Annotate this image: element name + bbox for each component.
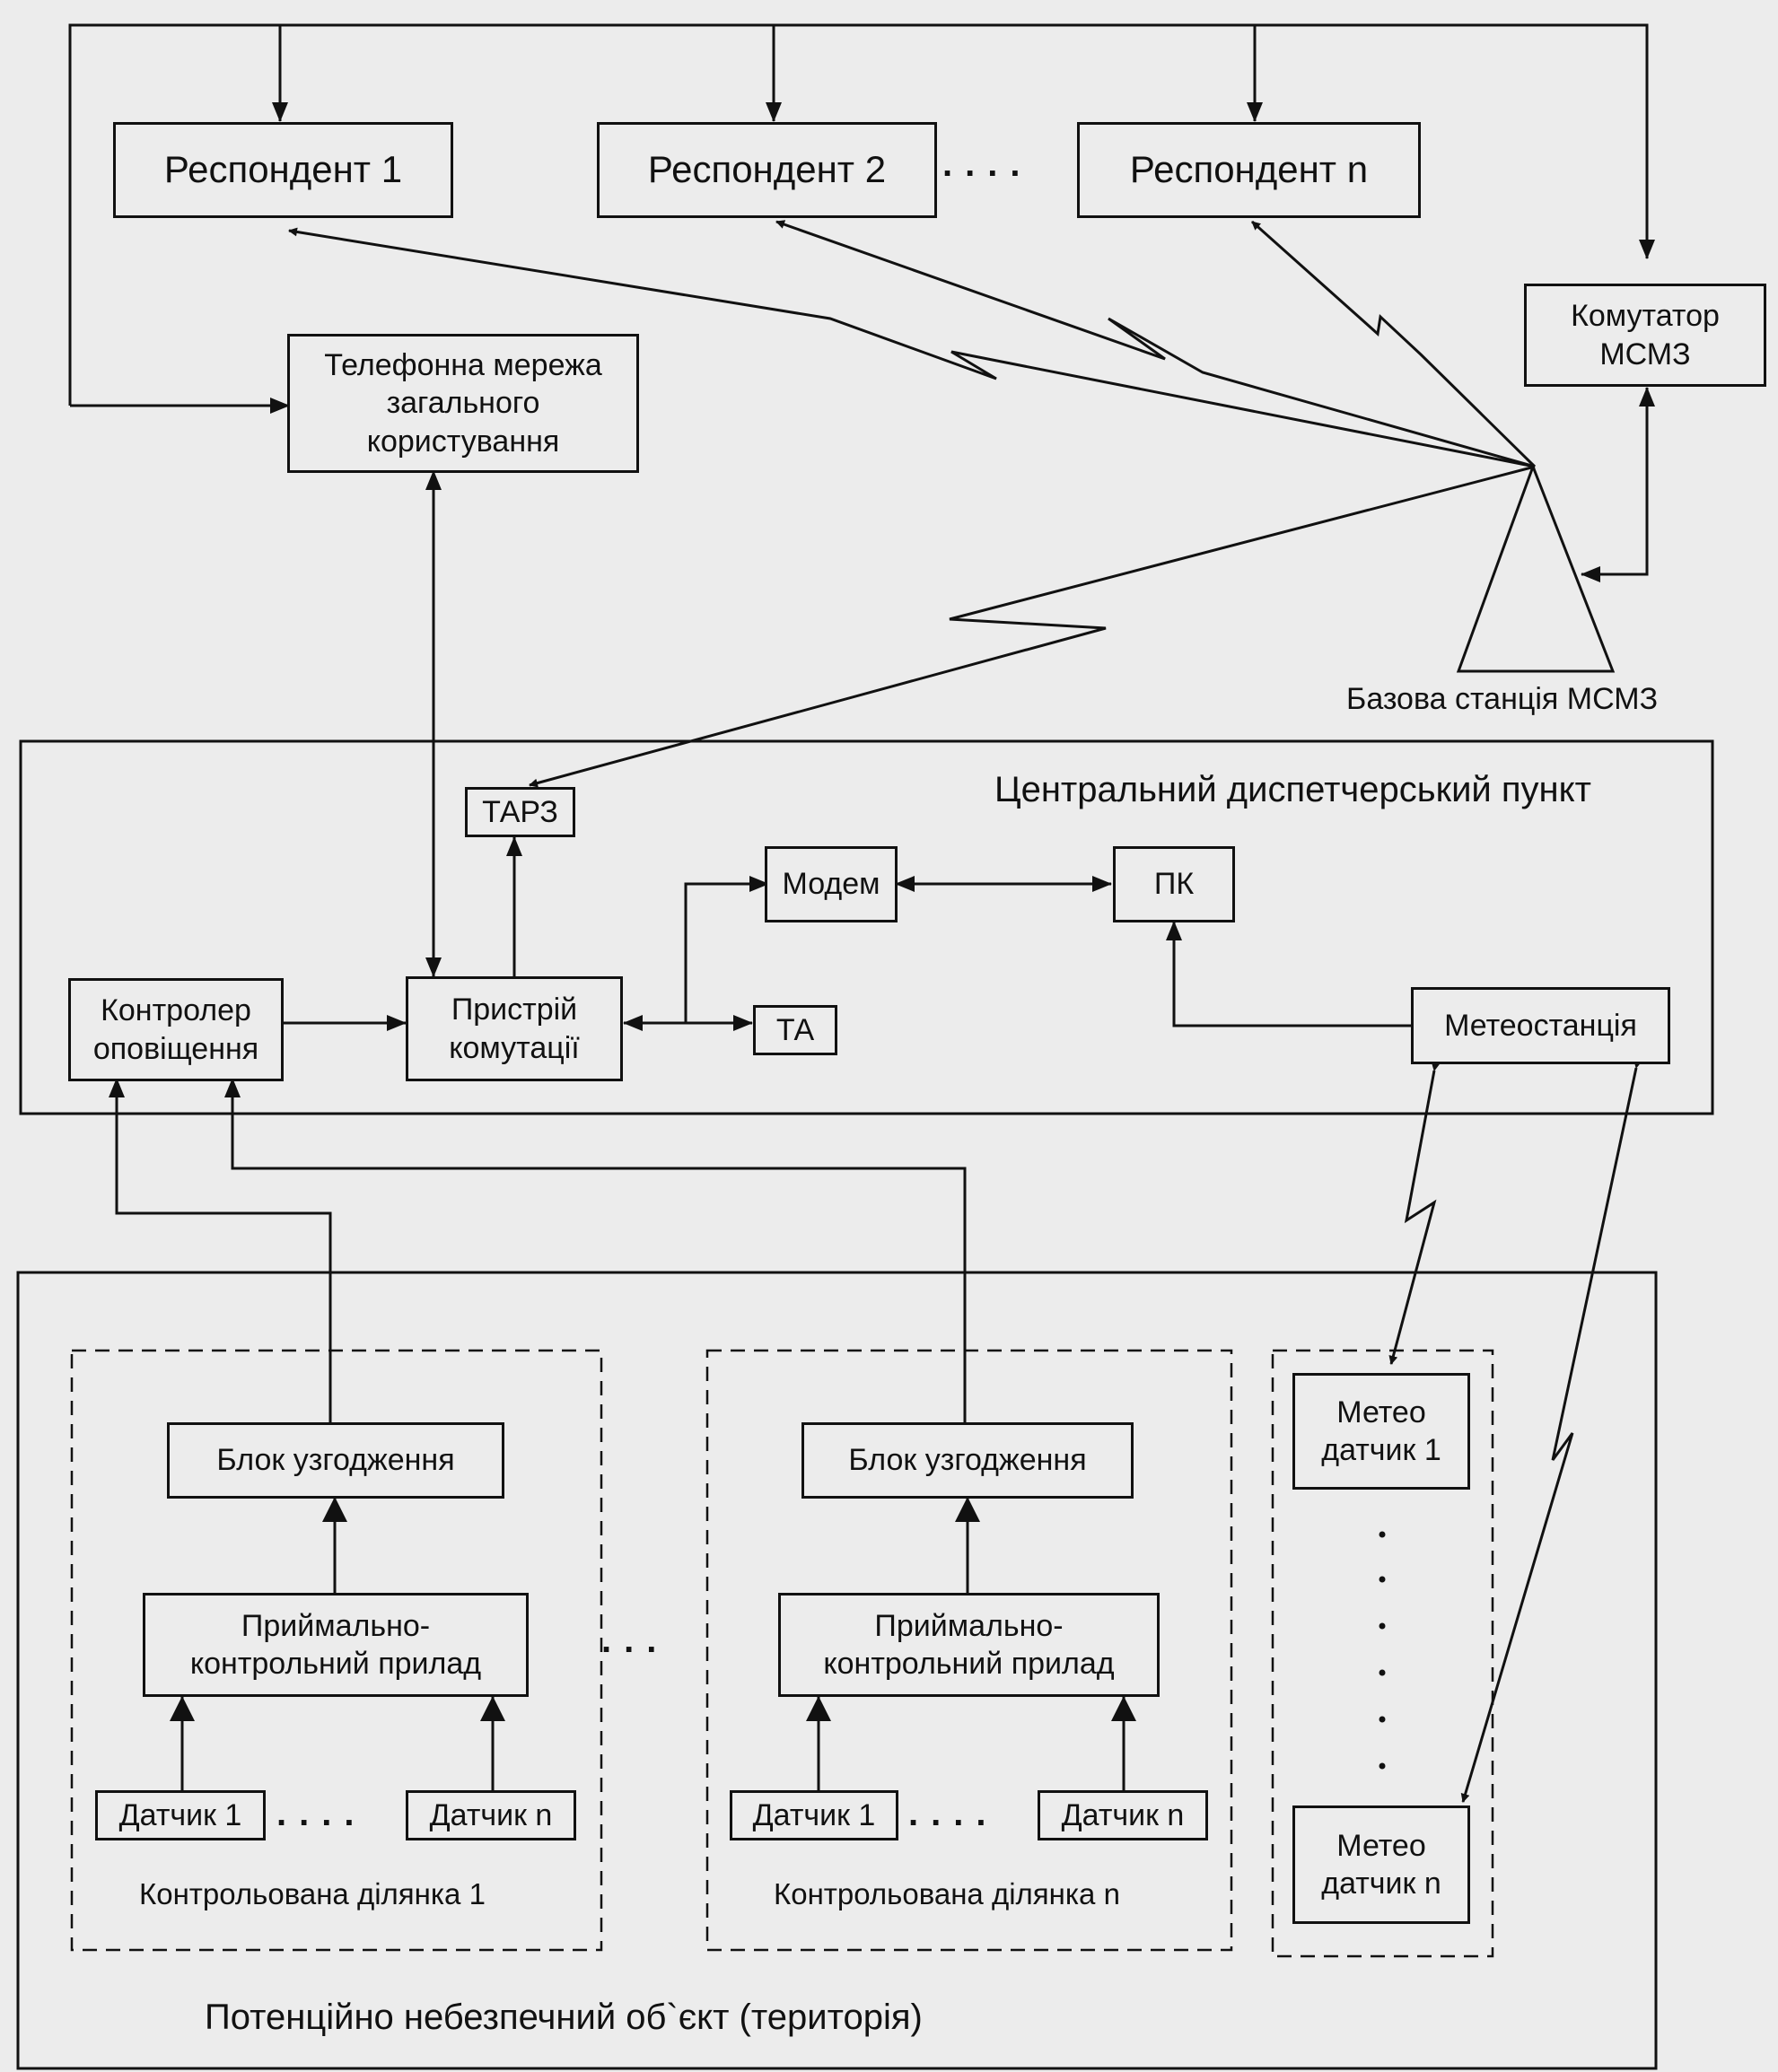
msmz-switch-box: Комутатор МСМЗ <box>1524 284 1766 387</box>
modem-box: Модем <box>765 846 898 922</box>
switch-base-station-link <box>1581 387 1655 582</box>
zonen-sensor-1-box: Датчик 1 <box>730 1790 898 1840</box>
zonen-caption: Контрольована ділянка n <box>774 1877 1120 1910</box>
notifier-controller-box: Контролер оповіщення <box>68 978 284 1081</box>
top-bus-line <box>68 23 1655 406</box>
zone1-sensor-1-box: Датчик 1 <box>95 1790 266 1840</box>
base-station-label: Базова станція МСМЗ <box>1346 682 1659 716</box>
zone1-frame <box>70 1349 603 1952</box>
zone1-caption: Контрольована ділянка 1 <box>139 1877 486 1910</box>
base-station-antenna <box>1456 462 1616 673</box>
meteo-sensors-frame <box>1271 1349 1494 1958</box>
zonen-sensor-n-box: Датчик n <box>1038 1790 1208 1840</box>
meteo-sensor-1-box: Метео датчик 1 <box>1292 1373 1470 1490</box>
zone1-sensor-n-box: Датчик n <box>406 1790 576 1840</box>
weather-station-box: Метеостанція <box>1411 987 1670 1064</box>
zone1-control-panel-box: Приймально- контрольний прилад <box>143 1593 529 1697</box>
respondent-dots: .... <box>942 144 1033 184</box>
pc-box: ПК <box>1113 846 1235 922</box>
pstn-box: Телефонна мережа загального користування <box>287 334 639 473</box>
zone1-sensor-dots: .... <box>276 1794 367 1833</box>
respondent-n-box: Респондент n <box>1077 122 1421 218</box>
central-point-title: Центральний диспетчерський пункт <box>994 770 1591 809</box>
zonen-coordination-box: Блок узгодження <box>801 1422 1134 1499</box>
zonen-frame <box>705 1349 1233 1952</box>
respondent-2-box: Респондент 2 <box>597 122 937 218</box>
zonen-sensor-dots: .... <box>908 1794 999 1833</box>
zones-dots: ... <box>601 1621 670 1660</box>
meteo-sensor-n-box: Метео датчик n <box>1292 1805 1470 1924</box>
radio-link-respondent-2 <box>775 220 1536 468</box>
radio-link-respondent-n <box>1251 220 1537 468</box>
zone1-to-notifier <box>109 1078 332 1422</box>
respondent-1-box: Респондент 1 <box>113 122 453 218</box>
radio-link-tarz <box>529 465 1536 788</box>
zonen-control-panel-box: Приймально- контрольний прилад <box>778 1593 1160 1697</box>
weather-station-to-pc <box>1166 921 1411 1027</box>
radio-link-respondent-1 <box>288 227 1536 468</box>
radio-link-meteo-n <box>1460 1059 1642 1803</box>
radio-link-meteo-1 <box>1388 1062 1441 1365</box>
object-title: Потенційно небезпечний об`єкт (територія… <box>205 1998 923 2037</box>
zone1-coordination-box: Блок узгодження <box>167 1422 504 1499</box>
meteo-dots <box>1379 1531 1386 1770</box>
central-point-frame <box>19 739 1714 1115</box>
tarz-box: ТАРЗ <box>465 787 575 837</box>
ta-box: ТА <box>753 1005 837 1055</box>
zonen-to-notifier <box>224 1078 967 1422</box>
object-frame <box>16 1271 1658 2070</box>
switching-to-modem <box>684 876 769 1023</box>
switching-device-box: Пристрій комутації <box>406 976 623 1081</box>
